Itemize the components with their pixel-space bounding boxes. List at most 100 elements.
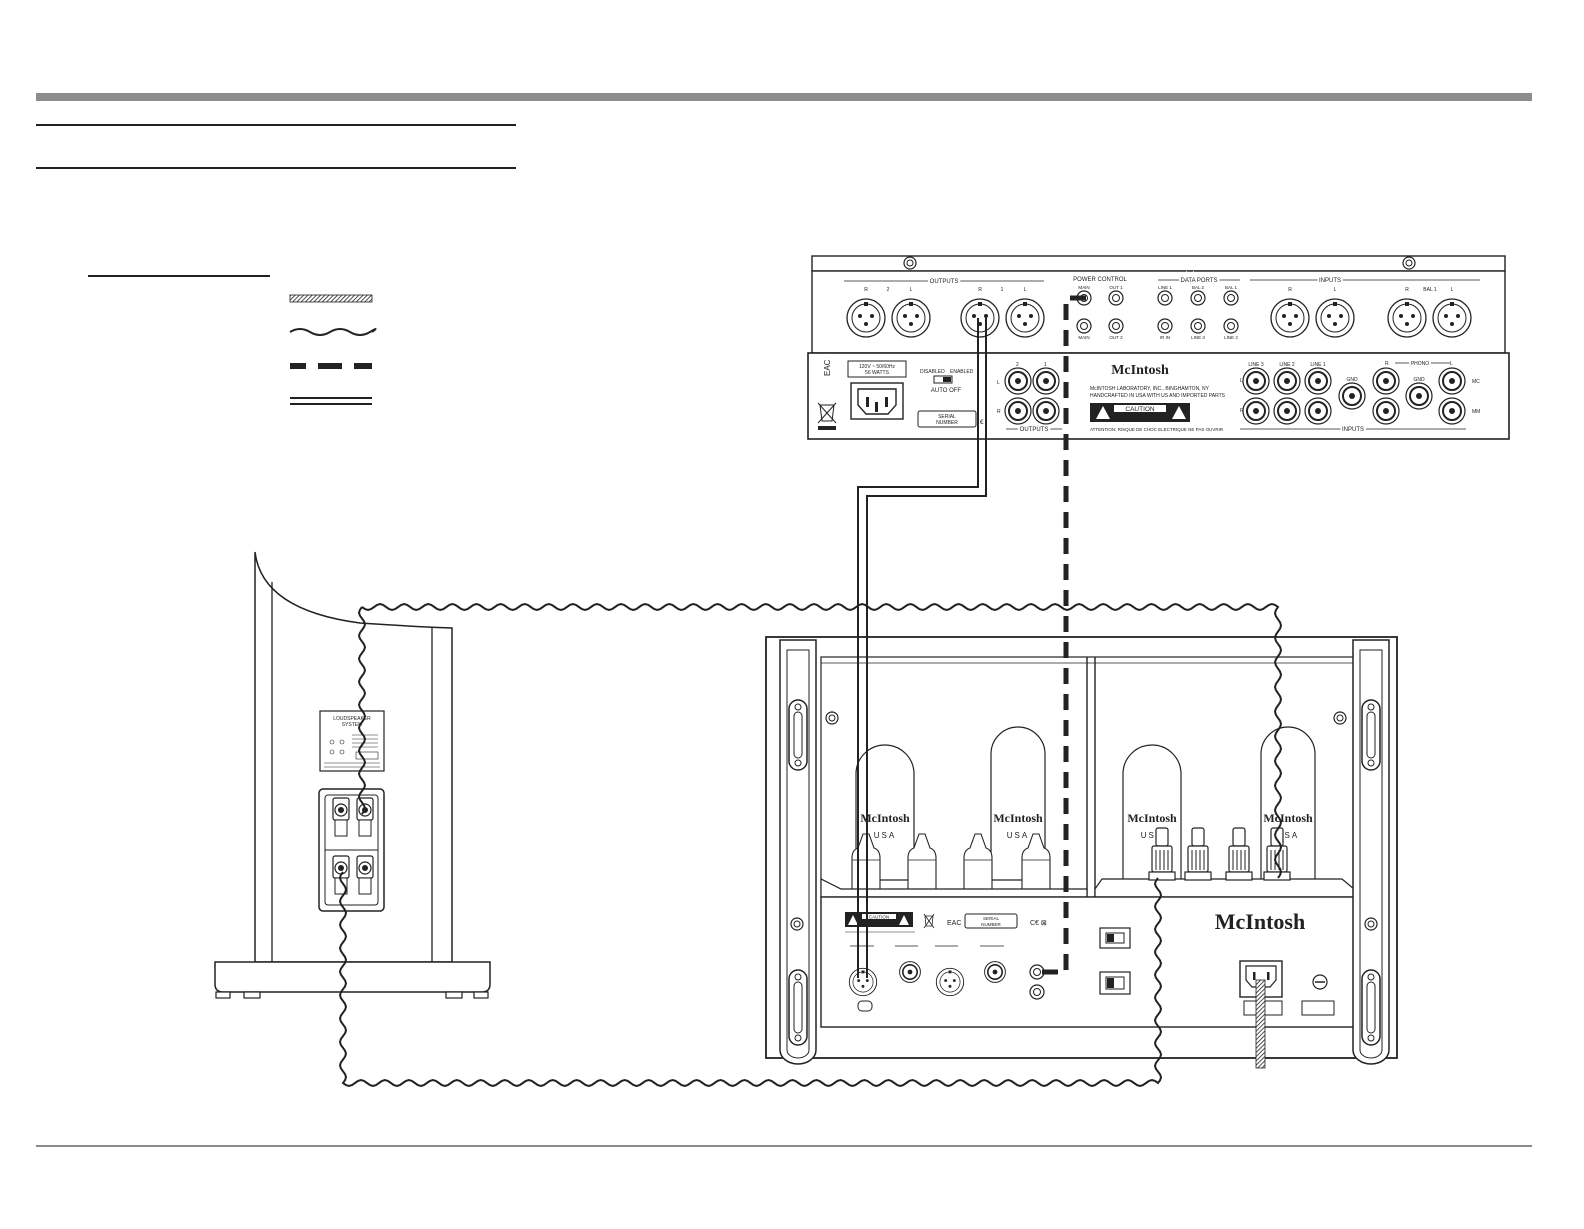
xlr-input-label: R bbox=[1405, 287, 1409, 293]
line-1-r-jack[interactable] bbox=[1304, 397, 1332, 425]
left-handle bbox=[779, 639, 817, 1065]
power-control-cable bbox=[1042, 295, 1086, 975]
data-ports-label: DATA PORTS bbox=[1180, 278, 1217, 284]
mfr-text-2: HANDCRAFTED IN USA WITH US AND IMPORTED … bbox=[1090, 393, 1226, 399]
gnd-terminal-1[interactable] bbox=[1338, 382, 1366, 410]
amp-caution-label: CAUTION bbox=[845, 912, 915, 933]
output-1-r-jack[interactable] bbox=[1032, 397, 1060, 425]
speaker-base bbox=[214, 961, 491, 993]
preamp-brand-logo: McIntosh bbox=[1111, 363, 1169, 378]
amp-power-control-out[interactable] bbox=[1029, 984, 1045, 1000]
line-2-label: LINE 2 bbox=[1279, 362, 1295, 368]
mode-switch[interactable] bbox=[1099, 971, 1131, 995]
power-control-jack-4[interactable] bbox=[1108, 318, 1124, 334]
fuse-holder[interactable] bbox=[1312, 974, 1328, 990]
output-2-r-jack[interactable] bbox=[1004, 397, 1032, 425]
line-2-r-jack[interactable] bbox=[1273, 397, 1301, 425]
amp-balanced-input-1[interactable] bbox=[848, 967, 878, 997]
speaker-binding-post-4[interactable] bbox=[356, 855, 374, 895]
screw-icon bbox=[903, 256, 917, 270]
data-port-jack-5[interactable] bbox=[1190, 318, 1206, 334]
caution-label: CAUTION bbox=[1090, 403, 1190, 422]
screw-icon bbox=[1402, 256, 1416, 270]
amp-eac-mark: EAC bbox=[947, 920, 961, 927]
xlr-output-label: L bbox=[1024, 287, 1027, 293]
xlr-input-label: BAL 1 bbox=[1423, 287, 1437, 293]
speaker-binding-post-2[interactable] bbox=[356, 797, 374, 837]
auto-off-switch[interactable] bbox=[933, 375, 953, 384]
data-port-jack-4[interactable] bbox=[1157, 318, 1173, 334]
power-amplifier: McIntoshUSAMcIntoshUSAMcIntoshUSAMcIntos… bbox=[765, 636, 1398, 1065]
data-port-jack-3[interactable] bbox=[1223, 290, 1239, 306]
line-3-l-jack[interactable] bbox=[1242, 367, 1270, 395]
ac-inlet bbox=[850, 382, 904, 420]
xlr-input-label: L bbox=[1334, 287, 1337, 293]
xlr-input-jack-1[interactable] bbox=[1270, 298, 1310, 338]
legend-speaker-cable bbox=[289, 328, 377, 336]
xlr-output-label: L bbox=[910, 287, 913, 293]
phono-mm-r-jack[interactable] bbox=[1372, 397, 1400, 425]
serial-label-1: SERIAL bbox=[938, 414, 956, 420]
in-label-l: L bbox=[1240, 378, 1243, 384]
power-control-jack-2[interactable] bbox=[1108, 290, 1124, 306]
tube-brand-logo: McIntosh bbox=[1127, 811, 1177, 825]
speaker-cable bbox=[338, 602, 1283, 1088]
data-port-jack-6[interactable] bbox=[1223, 318, 1239, 334]
tube-brand-logo: McIntosh bbox=[1263, 811, 1313, 825]
output-1-l-jack[interactable] bbox=[1032, 367, 1060, 395]
in-label-r: R bbox=[1240, 408, 1244, 414]
screw-icon bbox=[790, 917, 804, 931]
screw-icon bbox=[1364, 917, 1378, 931]
phono-mm-l-jack[interactable] bbox=[1438, 397, 1466, 425]
phono-mc-l-jack[interactable] bbox=[1438, 367, 1466, 395]
legend-balanced-cable bbox=[290, 397, 372, 405]
speaker-binding-post-3[interactable] bbox=[332, 855, 350, 895]
xlr-input-label: R bbox=[1288, 287, 1292, 293]
xlr-output-jack-2[interactable] bbox=[891, 298, 931, 338]
phono-mc-r-jack[interactable] bbox=[1372, 367, 1400, 395]
speaker-info-panel bbox=[319, 710, 385, 772]
inputs-top-label: INPUTS bbox=[1319, 278, 1341, 284]
data-port-label: IR IN bbox=[1160, 335, 1170, 340]
amp-serial-label-2: NUMBER bbox=[981, 922, 1001, 927]
output-2-l-jack[interactable] bbox=[1004, 367, 1032, 395]
xlr-input-jack-2[interactable] bbox=[1315, 298, 1355, 338]
screw-icon bbox=[825, 711, 839, 725]
switch-enabled-label: ENABLED bbox=[950, 369, 974, 375]
line-2-l-jack[interactable] bbox=[1273, 367, 1301, 395]
power-control-jack-3[interactable] bbox=[1076, 318, 1092, 334]
xlr-input-jack-3[interactable] bbox=[1387, 298, 1427, 338]
balanced-cable bbox=[857, 318, 987, 978]
out-label-r: R bbox=[997, 409, 1001, 415]
outputs-bottom-label: OUTPUTS bbox=[1020, 427, 1049, 433]
line-1-label: LINE 1 bbox=[1310, 362, 1326, 368]
driver-tube-2 bbox=[907, 833, 937, 894]
xlr-output-jack-3[interactable] bbox=[960, 298, 1000, 338]
xlr-output-label: R bbox=[864, 287, 868, 293]
speaker-binding-post-1[interactable] bbox=[332, 797, 350, 837]
xlr-output-jack-4[interactable] bbox=[1005, 298, 1045, 338]
amp-balanced-input-2[interactable] bbox=[935, 967, 965, 997]
legend-ac-power-cord bbox=[289, 294, 373, 303]
mfr-text-1: McINTOSH LABORATORY, INC., BINGHAMTON, N… bbox=[1090, 386, 1210, 392]
power-switch-icon[interactable] bbox=[1099, 927, 1131, 949]
line-3-r-jack[interactable] bbox=[1242, 397, 1270, 425]
amp-unbalanced-input-2[interactable] bbox=[983, 960, 1007, 984]
line-1-l-jack[interactable] bbox=[1304, 367, 1332, 395]
tube-country-label: USA bbox=[1277, 831, 1299, 840]
trash-bin-icon bbox=[923, 913, 935, 929]
preamplifier-rear-panel: OUTPUTS POWER CONTROL DATA PORTS INPUTS … bbox=[807, 255, 1510, 440]
xlr-input-jack-4[interactable] bbox=[1432, 298, 1472, 338]
amp-serial-label-1: SERIAL bbox=[983, 916, 1000, 921]
amp-unbalanced-input-1[interactable] bbox=[898, 960, 922, 984]
data-port-jack-2[interactable] bbox=[1190, 290, 1206, 306]
amp-power-control-in[interactable] bbox=[1029, 964, 1045, 980]
gnd-terminal-2[interactable] bbox=[1405, 382, 1433, 410]
caution-text: CAUTION bbox=[1125, 406, 1155, 413]
xlr-output-jack-1[interactable] bbox=[846, 298, 886, 338]
switch-disabled-label: DISABLED bbox=[920, 369, 945, 375]
data-port-jack-1[interactable] bbox=[1157, 290, 1173, 306]
xlr-output-label: 2 bbox=[887, 287, 890, 293]
xlr-output-label: R bbox=[978, 287, 982, 293]
data-port-label: BAL 2 bbox=[1192, 285, 1205, 290]
